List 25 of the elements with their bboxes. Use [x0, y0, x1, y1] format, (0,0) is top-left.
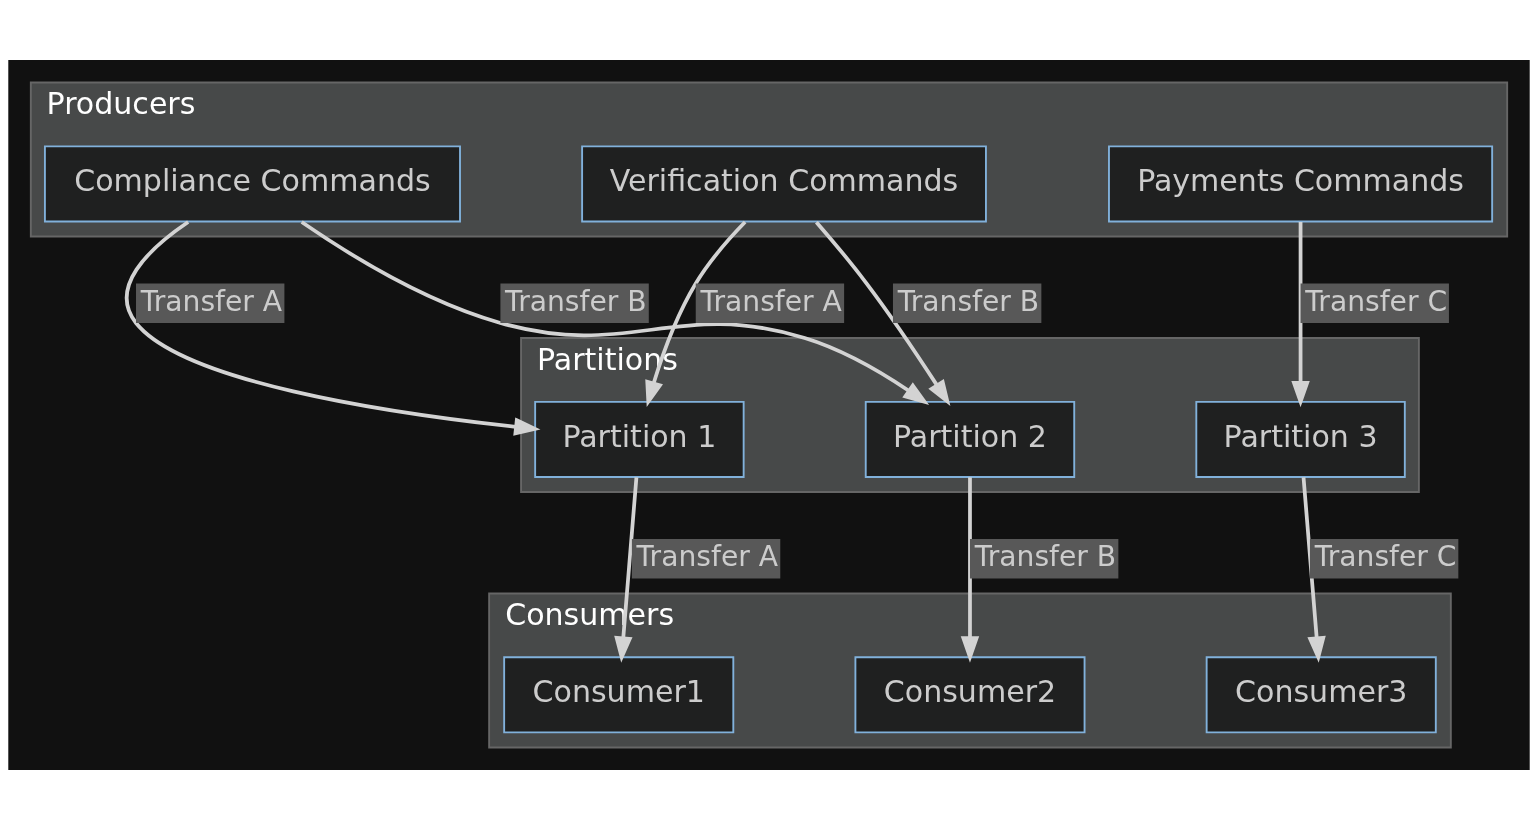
arrow [1291, 221, 1310, 407]
node-box: Partition 1 [534, 400, 745, 478]
edge-label: Transfer C [1314, 539, 1457, 573]
edge-label: Transfer B [897, 284, 1040, 318]
node-box: Payments Commands [1108, 144, 1494, 222]
arrow [614, 476, 639, 663]
edge-label: Transfer A [700, 284, 842, 318]
edge-label: Transfer C [1305, 284, 1448, 318]
node-box: Consumer2 [854, 655, 1086, 733]
edge-label: Transfer A [636, 539, 779, 573]
edge-label: Transfer B [974, 539, 1117, 573]
edge-label: Transfer A [140, 284, 283, 318]
node-box: Verification Commands [581, 144, 987, 222]
arrow [645, 220, 747, 407]
node-box: Consumer1 [503, 655, 735, 733]
arrow [1301, 476, 1326, 663]
edge-label: Transfer B [505, 284, 647, 318]
arrow [815, 220, 951, 406]
arrow [300, 219, 930, 405]
node-box: Consumer3 [1205, 655, 1437, 733]
arrow [960, 476, 980, 663]
node-box: Partition 2 [864, 400, 1076, 478]
node-box: Compliance Commands [43, 144, 461, 222]
arrow [124, 219, 541, 436]
node-box: Partition 3 [1195, 400, 1406, 478]
